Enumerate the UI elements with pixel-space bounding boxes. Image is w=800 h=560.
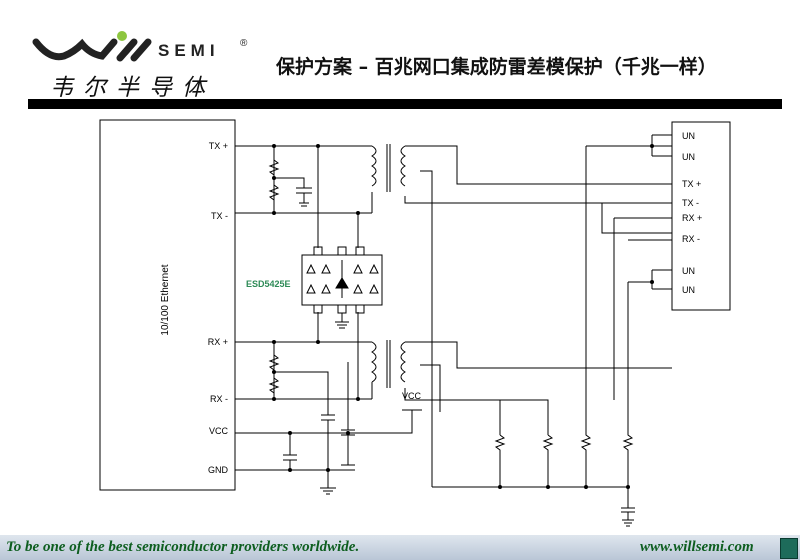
pin-rx-minus: RX -	[210, 394, 228, 404]
logo-chinese-name: 韦尔半导体	[50, 75, 215, 101]
conn-pin-un-3: UN	[682, 266, 695, 276]
pin-gnd: GND	[208, 465, 229, 475]
willsemi-logo	[30, 30, 260, 100]
esd5425e-chip	[301, 246, 383, 329]
footer-bar: To be one of the best semiconductor prov…	[0, 535, 800, 560]
pin-rx-plus: RX +	[208, 337, 228, 347]
circuit-diagram: 10/100 Ethernet TX + TX - RX + RX - VCC …	[99, 119, 731, 527]
pin-vcc: VCC	[209, 426, 229, 436]
conn-pin-tx-minus: TX -	[682, 198, 699, 208]
rj45-connector	[671, 121, 731, 311]
phy-name: 10/100 Ethernet	[160, 264, 171, 335]
pin-tx-plus: TX +	[209, 141, 228, 151]
footer-url[interactable]: www.willsemi.com	[640, 539, 754, 555]
conn-pin-un-2: UN	[682, 152, 695, 162]
vcc-label: VCC	[402, 391, 422, 401]
logo-mark	[32, 31, 152, 62]
page-title: 保护方案 – 百兆网口集成防雷差模保护（千兆一样）	[276, 56, 717, 78]
footer-slogan: To be one of the best semiconductor prov…	[6, 539, 360, 555]
conn-pin-rx-minus: RX -	[682, 234, 700, 244]
conn-pin-rx-plus: RX +	[682, 213, 702, 223]
registered-mark: ®	[240, 38, 248, 49]
phy-block	[99, 119, 236, 491]
home-icon[interactable]	[780, 538, 798, 559]
header-divider	[28, 99, 782, 109]
conn-pin-tx-plus: TX +	[682, 179, 701, 189]
conn-pin-un-4: UN	[682, 285, 695, 295]
logo-semi: SEMI	[158, 41, 220, 60]
pin-tx-minus: TX -	[211, 211, 228, 221]
conn-pin-un-1: UN	[682, 131, 695, 141]
esd-part-label: ESD5425E	[246, 279, 291, 289]
